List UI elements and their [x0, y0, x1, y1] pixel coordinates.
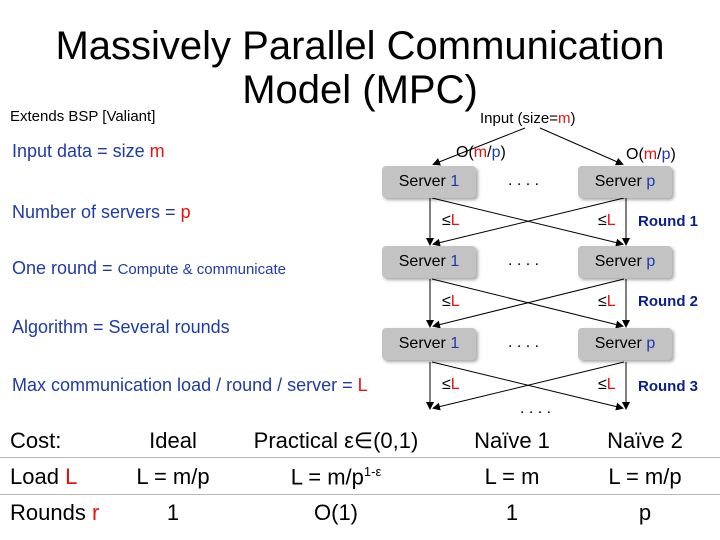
round1-arrow-cross-b — [432, 197, 625, 247]
dots-row4: . . . . — [520, 400, 552, 417]
le-l-r3-left: ≤L — [442, 376, 460, 393]
le-l-r1-left: ≤L — [442, 212, 460, 229]
table-load-naive1: L = m — [484, 464, 540, 489]
server-p-row3: Server p — [578, 328, 672, 360]
load-label-right: O(m/p) — [626, 146, 676, 163]
table-row-rounds-label: Rounds r — [10, 500, 100, 525]
server-p-row2: Server p — [578, 246, 672, 278]
le-l-r2-left: ≤L — [442, 293, 460, 310]
table-load-naive2: L = m/p — [608, 464, 682, 489]
param-one-round: One round = Compute & communicate — [12, 258, 286, 278]
table-header-ideal: Ideal — [149, 428, 197, 453]
table-load-practical: L = m/p1-ε — [290, 464, 382, 490]
param-input-data: Input data = size m — [12, 141, 165, 161]
le-l-r1-right: ≤L — [598, 212, 616, 229]
table-rounds-naive2: p — [638, 500, 652, 525]
round-3-label: Round 3 — [638, 378, 698, 395]
table-header-cost: Cost: — [10, 428, 62, 453]
table-row-load-label: Load L — [10, 464, 78, 489]
table-divider-1 — [0, 457, 720, 458]
round3-arrow-cross-b — [432, 361, 625, 411]
table-rounds-practical: O(1) — [314, 500, 358, 525]
title-line-2: Model (MPC) — [242, 68, 478, 112]
input-arrow-right — [539, 127, 624, 166]
server-1-row1: Server 1 — [382, 166, 476, 198]
round2-arrow-cross-b — [432, 278, 625, 329]
server-1-row3: Server 1 — [382, 328, 476, 360]
input-arrow-left — [432, 127, 526, 166]
table-header-naive2: Naïve 2 — [607, 428, 683, 453]
param-algorithm: Algorithm = Several rounds — [12, 317, 230, 337]
le-l-r3-right: ≤L — [598, 376, 616, 393]
table-header-practical: Practical ε∈(0,1) — [253, 428, 419, 453]
server-1-row2: Server 1 — [382, 246, 476, 278]
table-rounds-naive1: 1 — [505, 500, 519, 525]
table-header-naive1: Naïve 1 — [474, 428, 550, 453]
round-1-label: Round 1 — [638, 213, 698, 230]
title-line-1: Massively Parallel Communication — [55, 24, 665, 68]
dots-row3: . . . . — [508, 334, 540, 351]
le-l-r2-right: ≤L — [598, 293, 616, 310]
input-label: Input (size=m) — [480, 110, 576, 127]
round-2-label: Round 2 — [638, 293, 698, 310]
subtitle: Extends BSP [Valiant] — [10, 108, 156, 125]
dots-row1: . . . . — [508, 172, 540, 189]
table-rounds-ideal: 1 — [166, 500, 180, 525]
table-load-ideal: L = m/p — [136, 464, 210, 489]
table-divider-2 — [0, 494, 720, 495]
param-servers: Number of servers = p — [12, 202, 191, 222]
load-label-left: O(m/p) — [456, 144, 506, 161]
server-p-row1: Server p — [578, 166, 672, 198]
param-max-load: Max communication load / round / server … — [12, 375, 368, 395]
dots-row2: . . . . — [508, 252, 540, 269]
